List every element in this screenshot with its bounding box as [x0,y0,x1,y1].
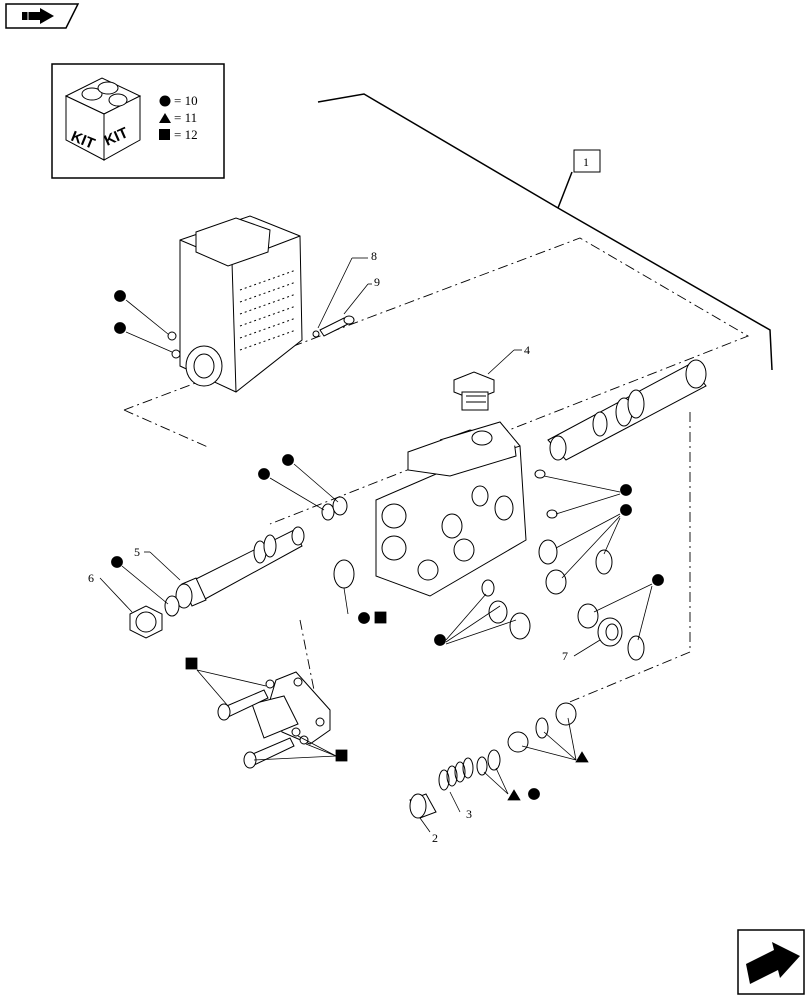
spool [547,359,707,461]
assembly-bracket [317,93,773,371]
circle-marker [528,788,540,800]
solenoid-actuator [167,215,303,393]
valve-body [375,421,527,597]
next-page-button[interactable] [737,929,805,995]
screws-upper [217,679,275,721]
triangle-marker [575,751,589,763]
circle-marker [114,290,126,302]
o-rings [321,469,645,661]
square-symbol-icon [159,129,170,140]
circle-marker [114,322,126,334]
plug-2 [409,793,437,819]
callout-1-box [573,149,601,173]
circle-marker [282,454,294,466]
screws-lower [243,727,309,769]
nut-6 [129,595,180,639]
callout-5: 5 [134,545,140,559]
circle-marker [358,612,370,624]
cover-plate [251,671,331,745]
lower-rings [476,702,577,776]
callout-4: 4 [524,343,530,357]
callout-6: 6 [88,571,94,585]
circle-marker [652,574,664,586]
circle-marker [434,634,446,646]
callout-7: 7 [562,649,568,663]
kit-markers [111,290,664,801]
kit-row-square: = 12 [174,127,198,142]
part-7 [597,617,623,647]
kit-legend: KIT KIT = 10 = 11 = 12 [51,63,225,179]
callout-8: 8 [371,249,377,263]
kit-row-triangle: = 11 [174,110,197,125]
circle-marker [620,504,632,516]
callout-2: 2 [432,831,438,845]
circle-marker [111,556,123,568]
arrow-next-icon [746,942,800,984]
kit-box-icon: KIT KIT [64,77,142,161]
square-marker [374,611,387,624]
plug-4 [453,371,495,411]
triangle-marker [507,789,521,801]
square-marker [335,749,348,762]
screw-9 [312,315,355,338]
shaft-5 [175,526,305,609]
callout-9: 9 [374,275,380,289]
callout-1: 1 [583,155,589,169]
kit-row-circle: = 10 [174,93,198,108]
arrow-back-icon [22,8,54,24]
circle-symbol-icon [159,95,171,107]
circle-marker [258,468,270,480]
prev-page-button[interactable] [5,3,80,29]
circle-marker [620,484,632,496]
callout-3: 3 [466,807,472,821]
square-marker [185,657,198,670]
spring-3 [438,757,474,791]
triangle-symbol-icon [159,113,171,123]
